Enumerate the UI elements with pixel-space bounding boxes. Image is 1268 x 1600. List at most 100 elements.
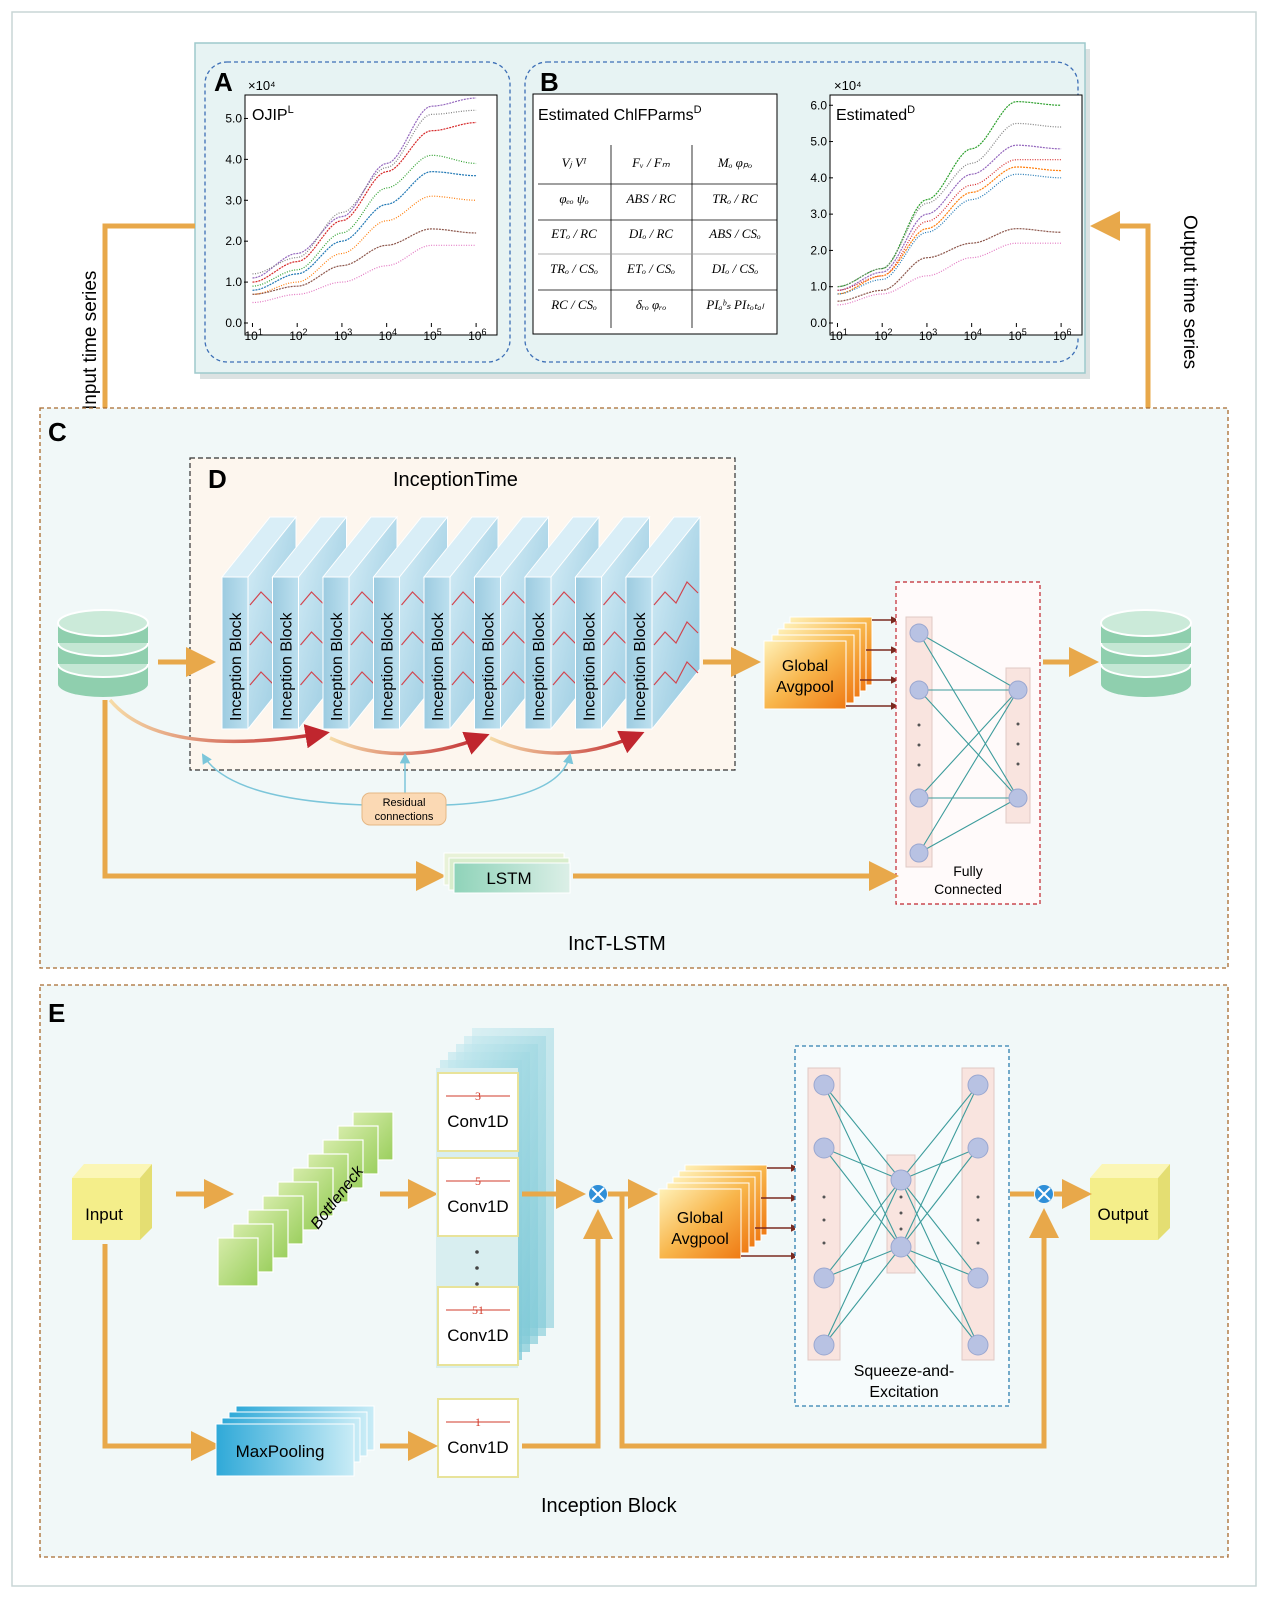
chart-a-series xyxy=(252,97,477,304)
se-ellipsis xyxy=(822,1195,980,1245)
y-tick-label: 1.0 xyxy=(225,275,242,289)
concat-icon xyxy=(589,1185,607,1203)
y-tick-label: 4.0 xyxy=(810,171,827,185)
fc-label-line1: Fully xyxy=(953,863,983,879)
output-cube xyxy=(1090,1164,1170,1240)
x-tick-label: 101 xyxy=(829,327,847,343)
global-avgpool-label-c1: Global xyxy=(782,658,828,675)
y-tick-label: 0.0 xyxy=(810,316,827,330)
conv1d-label: Conv1D xyxy=(447,1112,508,1131)
se-edge xyxy=(900,1246,979,1346)
series-line-7 xyxy=(837,227,1062,302)
residual-label-line1: Residual xyxy=(383,797,426,809)
inception-block-face xyxy=(575,576,602,730)
y-tick-label: 4.0 xyxy=(225,152,242,166)
global-avgpool-label-e2: Avgpool xyxy=(671,1231,729,1248)
x-tick-label: 106 xyxy=(468,327,486,343)
series-line-3 xyxy=(837,144,1062,291)
inception-block-label: Inception Block xyxy=(481,611,498,721)
panel-e-letter: E xyxy=(48,998,65,1028)
series-line-1 xyxy=(252,97,477,279)
se-edge xyxy=(900,1084,979,1248)
series-line-6 xyxy=(837,173,1062,295)
se-edge xyxy=(823,1147,902,1181)
kernel-size-label: 5 xyxy=(475,1174,481,1188)
inception-block-label: Inception Block xyxy=(279,611,296,721)
fc-label-line2: Connected xyxy=(934,881,1002,897)
inception-block-face xyxy=(373,576,400,730)
maxpool-stack xyxy=(215,1405,375,1477)
inception-block-face xyxy=(322,576,350,730)
se-edge xyxy=(823,1246,902,1346)
input-label: Input xyxy=(85,1205,123,1224)
param-table-box xyxy=(532,93,778,335)
panel-b-frame xyxy=(524,61,1079,363)
inceptiontime-title: InceptionTime xyxy=(393,469,518,491)
skip-to-scale-arrow xyxy=(619,1194,1059,1449)
se-edge xyxy=(900,1147,979,1248)
signal-wave xyxy=(653,660,699,686)
se-edge xyxy=(900,1246,979,1279)
param-table-title: Estimated ChlFParmsD xyxy=(538,104,702,124)
series-line-4 xyxy=(252,154,477,287)
inception-block-face xyxy=(221,576,249,730)
y-tick-label: 1.0 xyxy=(810,280,827,294)
db-to-lstm-arrow xyxy=(102,700,446,891)
residual-label-box xyxy=(361,792,447,826)
output-database-icon xyxy=(1100,609,1192,697)
fc-connections xyxy=(918,632,1019,854)
se-node xyxy=(813,1137,835,1159)
conv1d-label: Conv1D xyxy=(447,1438,508,1457)
inception-block-label: Inception Block xyxy=(228,611,245,721)
bottleneck-stack xyxy=(217,1111,394,1287)
se-node xyxy=(890,1236,912,1258)
series-line-5 xyxy=(252,170,477,291)
se-node xyxy=(967,1074,989,1096)
se-edge xyxy=(900,1084,979,1181)
se-edge xyxy=(823,1084,902,1181)
conv1d-box xyxy=(437,1157,519,1237)
param-cell: DIₒ / RC xyxy=(628,226,673,241)
global-avgpool-stack-e xyxy=(658,1164,768,1260)
param-cell: TRₒ / RC xyxy=(712,191,758,206)
lstm-label: LSTM xyxy=(486,869,531,888)
series-line-2 xyxy=(252,109,477,275)
chart-a-y-axis: 0.01.02.03.04.05.0 xyxy=(225,111,248,330)
series-line-7 xyxy=(252,228,477,295)
se-layer3-bar xyxy=(961,1067,995,1361)
param-table-grid xyxy=(538,145,777,328)
input-database-icon xyxy=(57,609,149,697)
panel-c-caption: IncT-LSTM xyxy=(568,933,666,955)
y-tick-label: 5.0 xyxy=(225,111,242,125)
se-node xyxy=(890,1169,912,1191)
x-tick-label: 105 xyxy=(423,327,441,343)
lstm-box xyxy=(443,852,571,894)
residual-label-pointers xyxy=(201,752,574,806)
global-avgpool-label-e1: Global xyxy=(677,1210,723,1227)
se-label-line2: Excitation xyxy=(869,1384,938,1401)
x-tick-label: 105 xyxy=(1008,327,1026,343)
conv1d-box xyxy=(437,1286,519,1366)
input-to-maxpool-arrow xyxy=(102,1244,221,1461)
inception-block-label: Inception Block xyxy=(531,611,548,721)
param-cell: PIₐᵇₛ PIₜₒₜₐₗ xyxy=(705,297,764,312)
kernel-size-label: 1 xyxy=(475,1415,481,1429)
inception-block-label: Inception Block xyxy=(430,611,447,721)
conv1d-box xyxy=(437,1072,519,1152)
y-tick-label: 3.0 xyxy=(810,207,827,221)
kernel-size-label: 3 xyxy=(475,1089,481,1103)
chart-a-title: OJIPL xyxy=(252,104,294,124)
param-cell: ABS / RC xyxy=(625,191,675,206)
inception-block-label: Inception Block xyxy=(329,611,346,721)
bottleneck-layer xyxy=(217,1237,259,1287)
inception-block-label: Inception Block xyxy=(632,611,649,721)
output-time-series-label: Output time series xyxy=(1179,215,1200,369)
panel-b-letter: B xyxy=(540,67,559,97)
se-node xyxy=(813,1334,835,1356)
inception-block-face xyxy=(524,576,552,730)
se-node xyxy=(813,1074,835,1096)
residual-label-line2: connections xyxy=(375,811,434,823)
